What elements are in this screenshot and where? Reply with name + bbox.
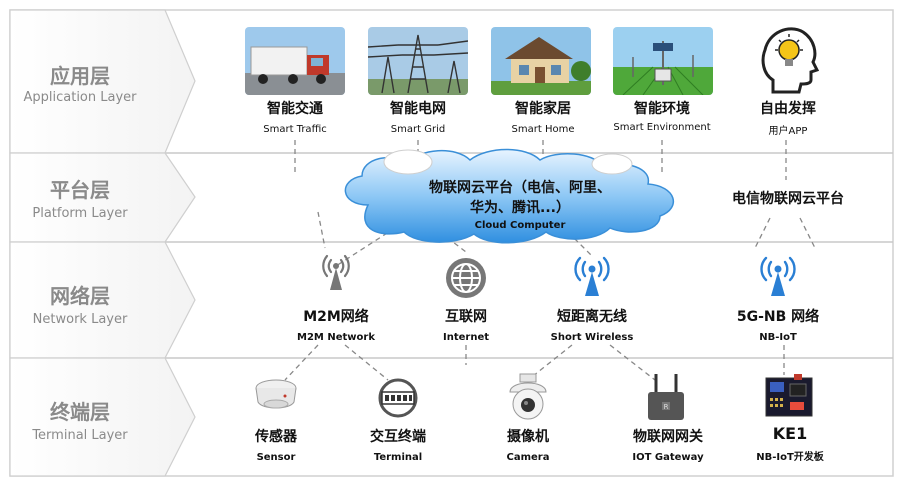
layer-title-application: 应用层 [50,64,110,88]
dev-board-icon [765,374,813,417]
chevron-terminal [9,357,196,477]
terminal-label-en: Sensor [256,452,296,463]
telecom-platform-label: 电信物联网云平台 [732,191,844,207]
terminal-label-cn: 物联网网关 [633,429,703,445]
network-label-cn: 5G-NB 网络 [736,309,820,325]
cloud-platform-line2: 华为、腾讯...） [470,200,570,216]
cloud-platform-title: 物联网云平台（电信、阿里、 华为、腾讯...） [400,178,640,218]
network-label-cn: 短距离无线 [557,309,627,325]
app-label-en: 用户APP [768,126,808,137]
layer-title-network: 网络层 [50,284,110,308]
layer-title-terminal: 终端层 [50,400,110,424]
app-label-en: Smart Grid [390,124,446,135]
field-sensor-photo [613,27,713,95]
cloud-platform-shape [344,148,675,244]
app-label-cn: 自由发挥 [760,101,816,117]
layer-subtitle-platform: Platform Layer [32,206,128,221]
chevron-application [9,9,196,154]
router-icon: R [648,374,684,420]
app-label-en: Smart Traffic [263,124,327,135]
network-label-en: NB-IoT [759,332,797,343]
layer-subtitle-terminal: Terminal Layer [32,428,128,443]
svg-text:R: R [664,403,669,411]
terminal-label-cn: 传感器 [255,429,297,445]
network-label-cn: 互联网 [445,309,487,325]
terminal-label-en: NB-IoT开发板 [756,452,824,463]
terminal-label-cn: KE1 [772,424,808,443]
layer-subtitle-network: Network Layer [32,312,128,327]
chevron-network [9,241,196,359]
head-bulb-icon [761,27,819,94]
cloud-platform-line1: 物联网云平台（电信、阿里、 [429,180,611,196]
layer-title-platform: 平台层 [50,178,110,202]
terminal-label-cn: 摄像机 [507,429,549,445]
network-label-en: M2M Network [297,332,375,343]
wireless-antenna-icon [760,256,796,296]
dashed-connectors [284,140,816,381]
app-label-cn: 智能交通 [267,101,323,117]
terminal-label-en: Camera [506,452,550,463]
layer-subtitle-application: Application Layer [23,90,137,105]
wireless-antenna-icon [574,256,610,296]
smoke-sensor-icon [255,379,297,409]
app-label-en: Smart Environment [613,122,711,133]
terminal-label-en: Terminal [373,452,423,463]
terminal-label-cn: 交互终端 [370,429,426,445]
terminal-device-icon [378,378,418,418]
terminal-label-en: IOT Gateway [632,452,704,463]
app-label-en: Smart Home [511,124,575,135]
cloud-computer-label: Cloud Computer [474,220,566,231]
chevron-platform [9,152,196,243]
truck-photo [245,27,345,95]
globe-icon [446,258,486,298]
network-label-cn: M2M网络 [303,309,369,325]
network-label-en: Short Wireless [550,332,634,343]
dome-camera-icon [509,373,547,420]
app-label-cn: 智能电网 [390,101,446,117]
app-label-cn: 智能环境 [634,101,690,117]
house-photo [491,27,591,95]
network-label-en: Internet [442,332,490,343]
power-tower-photo [368,27,468,95]
antenna-tower-icon [322,254,350,290]
app-label-cn: 智能家居 [515,101,571,117]
